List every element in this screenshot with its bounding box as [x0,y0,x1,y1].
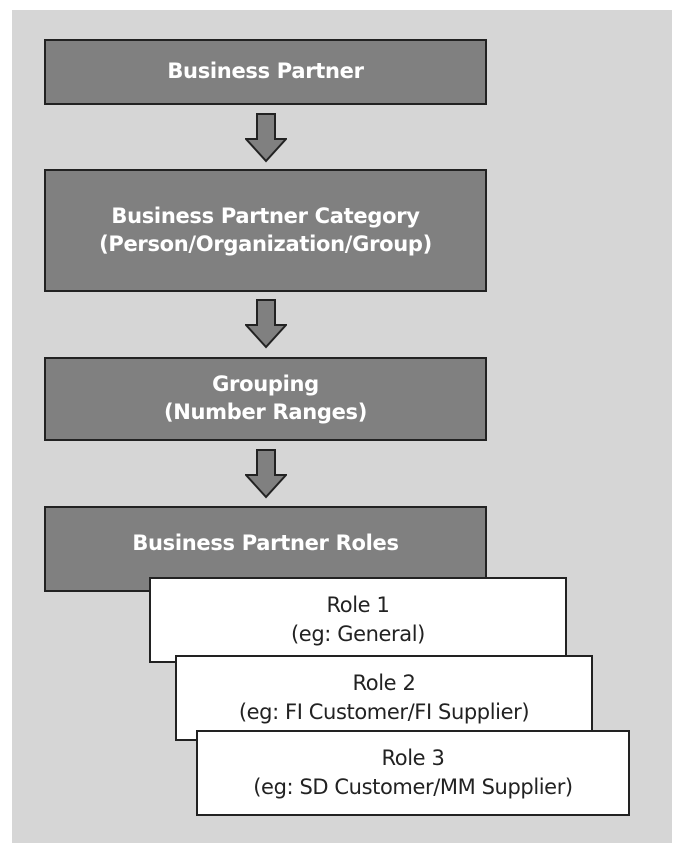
role-3-title: Role 3 [381,746,445,771]
roles-title: Business Partner Roles [132,531,399,555]
role-1-example: (eg: General) [291,622,425,646]
grouping-subtitle: (Number Ranges) [163,400,368,424]
role-1-title: Role 1 [326,593,390,618]
role-3-example: (eg: SD Customer/MM Supplier) [253,775,573,799]
category-subtitle: (Person/Organization/Group) [99,231,432,256]
role-1-box: Role 1 (eg: General) [149,577,567,663]
down-arrow-icon [245,299,287,349]
down-arrow-icon [245,113,287,163]
role-2-title: Role 2 [352,671,416,696]
role-2-box: Role 2 (eg: FI Customer/FI Supplier) [175,655,593,741]
business-partner-label: Business Partner [167,59,364,84]
business-partner-category-box: Business Partner Category (Person/Organi… [44,169,487,292]
business-partner-box: Business Partner [44,39,487,105]
grouping-title: Grouping [212,372,319,397]
role-2-example: (eg: FI Customer/FI Supplier) [238,700,530,724]
category-title: Business Partner Category [111,203,420,228]
grouping-box: Grouping (Number Ranges) [44,357,487,441]
role-3-box: Role 3 (eg: SD Customer/MM Supplier) [196,730,630,816]
down-arrow-icon [245,449,287,499]
